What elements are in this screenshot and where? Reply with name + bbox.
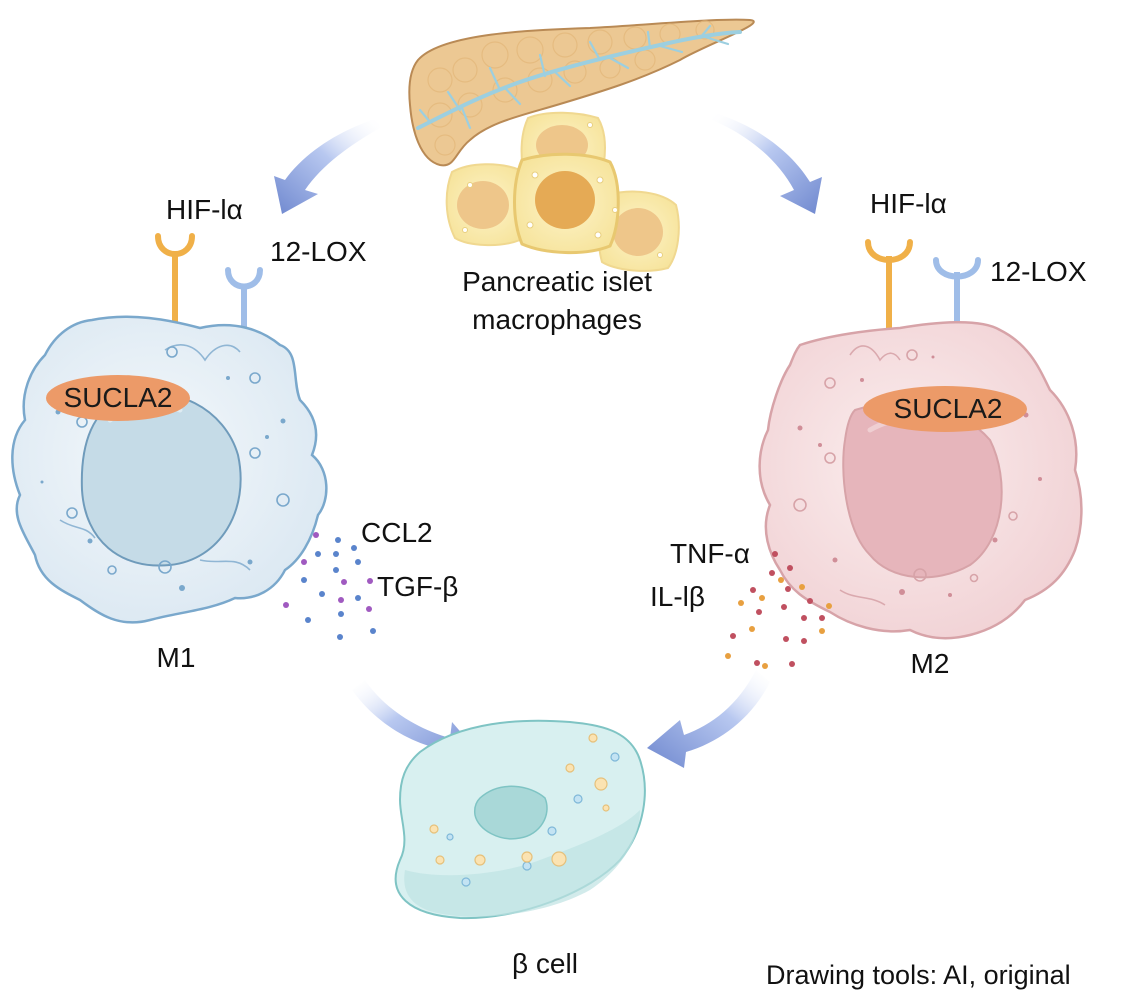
m2-cytokine-dots xyxy=(725,551,832,669)
m1-ccl2-label: CCL2 xyxy=(361,517,433,548)
pancreas-icon xyxy=(408,18,755,167)
source-label-line1: Pancreatic islet xyxy=(462,266,652,297)
m1-tgfb-label: TGF-β xyxy=(377,571,459,602)
m2-il1b-label: IL-lβ xyxy=(650,581,706,612)
m1-sucla2-pill xyxy=(46,375,190,421)
m2-12lox-receptor-icon xyxy=(933,257,981,330)
beta-cell-label: β cell xyxy=(512,948,578,979)
m1-hif-receptor-icon xyxy=(155,233,195,325)
m2-12lox-label: 12-LOX xyxy=(990,256,1087,287)
arrow-m2-to-beta xyxy=(647,670,770,768)
beta-cell-icon xyxy=(394,719,646,920)
source-label-line2: macrophages xyxy=(472,304,642,335)
m2-sucla2-pill xyxy=(863,386,1027,432)
m2-macrophage-icon xyxy=(758,320,1083,640)
islet-macrophages-icon xyxy=(445,111,680,272)
m2-tnfa-label: TNF-α xyxy=(670,538,750,569)
m2-label: M2 xyxy=(910,648,950,679)
m2-sucla2-label: SUCLA2 xyxy=(893,393,1003,424)
m1-12lox-label: 12-LOX xyxy=(270,236,367,267)
m1-label: M1 xyxy=(156,642,196,673)
m2-hif-receptor-icon xyxy=(865,239,913,330)
credit-text: Drawing tools: AI, original xyxy=(766,960,1071,990)
arrow-to-m1 xyxy=(274,118,380,214)
m1-macrophage-icon xyxy=(11,315,328,624)
m1-sucla2-label: SUCLA2 xyxy=(63,382,173,413)
m1-hif-label: HIF-lα xyxy=(166,194,243,225)
m1-cytokine-dots xyxy=(283,532,376,640)
m2-hif-label: HIF-lα xyxy=(870,188,947,219)
arrow-to-m2 xyxy=(712,112,822,214)
